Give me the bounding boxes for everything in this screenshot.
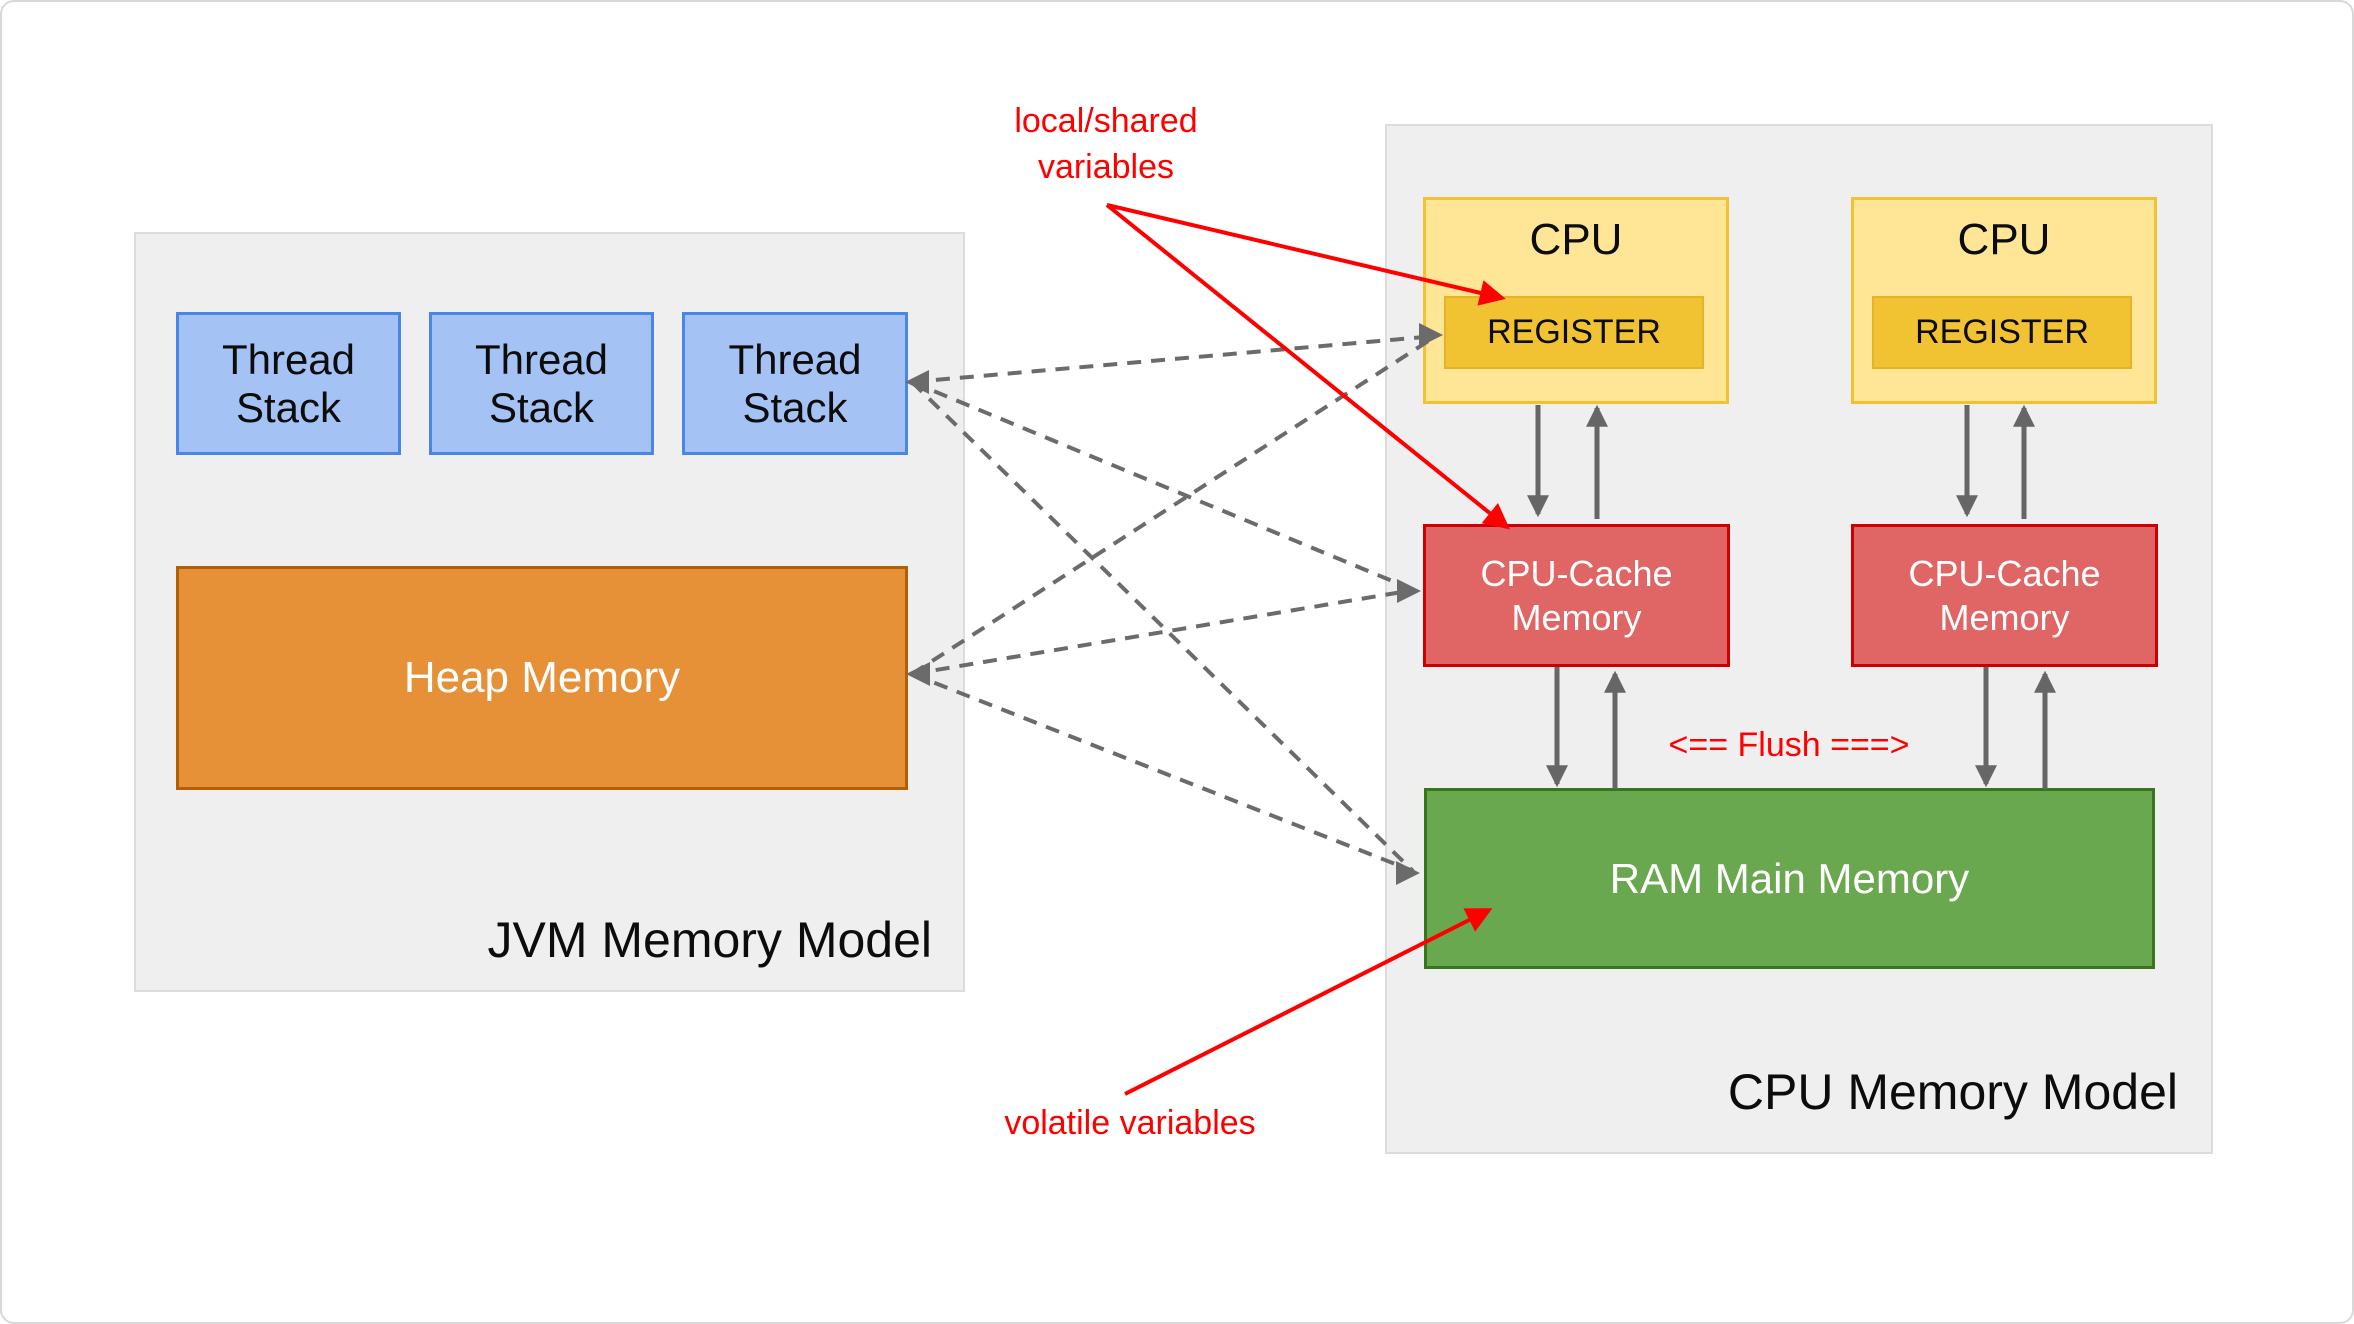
jvm-panel-title: JVM Memory Model (487, 912, 932, 968)
heap-memory-label: Heap Memory (403, 653, 681, 702)
register-label-2: REGISTER (1915, 313, 2089, 351)
thread-stack-label-3: Thread Stack (728, 335, 862, 431)
dashed-heap-to-register (910, 334, 1438, 676)
cpu-box-1: CPU REGISTER (1423, 197, 1729, 404)
dashed-links (910, 334, 1438, 873)
cpu-label-1: CPU (1529, 215, 1623, 264)
thread-stack-box-3: Thread Stack (682, 312, 908, 455)
dashed-thread-to-ram (910, 380, 1415, 873)
cpu-label-2: CPU (1957, 215, 2051, 264)
cpu-box-2: CPU REGISTER (1851, 197, 2157, 404)
cpu-cache-box-1: CPU-Cache Memory (1423, 524, 1730, 667)
dashed-arrowheads (905, 323, 1443, 885)
annotation-local-shared-variables: local/shared variables (1014, 102, 1198, 186)
cpu-cache-label-1: CPU-Cache Memory (1480, 552, 1673, 638)
cpu-cache-label-2: CPU-Cache Memory (1908, 552, 2101, 638)
dashed-thread-to-cache (911, 380, 1415, 592)
heap-memory-box: Heap Memory (176, 566, 908, 790)
dashed-heap-to-cache (911, 588, 1415, 676)
register-box-2: REGISTER (1872, 296, 2132, 369)
annotation-volatile-variables: volatile variables (1004, 1104, 1256, 1142)
thread-stack-label-2: Thread Stack (474, 335, 609, 431)
thread-stack-label-1: Thread Stack (221, 335, 356, 431)
thread-stack-box-2: Thread Stack (429, 312, 654, 455)
ram-main-memory-label: RAM Main Memory (1609, 854, 1970, 902)
annotation-flush: <== Flush ===> (1668, 726, 1910, 764)
thread-stack-box-1: Thread Stack (176, 312, 401, 455)
ram-main-memory-box: RAM Main Memory (1424, 788, 2155, 969)
cpu-panel-title: CPU Memory Model (1727, 1064, 2178, 1120)
dashed-thread-to-register (911, 334, 1437, 384)
register-label-1: REGISTER (1487, 313, 1661, 351)
cpu-memory-model-panel: CPU REGISTER CPU REGISTER CPU-Cache Memo… (1385, 124, 2213, 1154)
cpu-cache-box-2: CPU-Cache Memory (1851, 524, 2158, 667)
register-box-1: REGISTER (1444, 296, 1704, 369)
dashed-heap-to-ram (911, 672, 1414, 873)
jvm-memory-model-panel: Thread Stack Thread Stack Thread Stack H… (134, 232, 965, 992)
